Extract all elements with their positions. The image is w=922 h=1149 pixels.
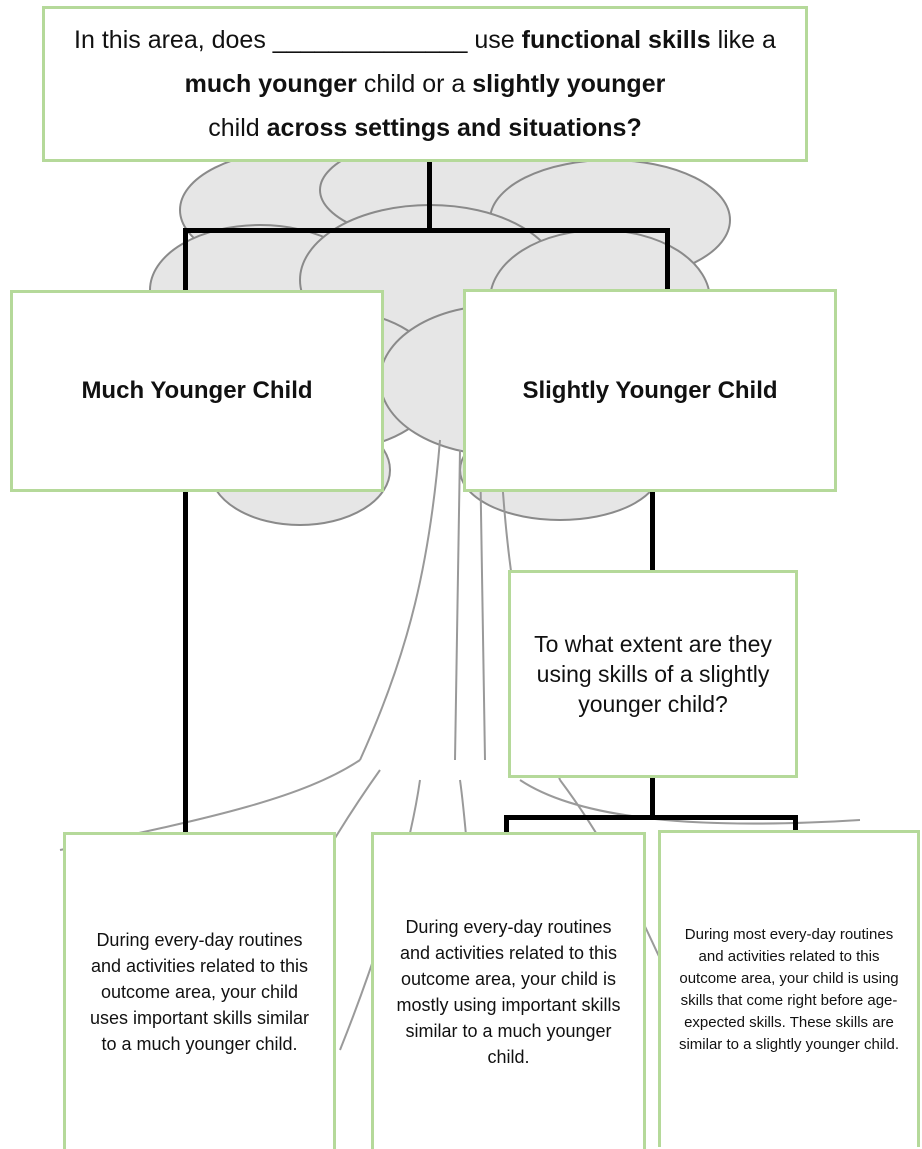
question-part-4: child or a <box>363 70 466 98</box>
outcome-box-1: During every-day routines and activities… <box>63 832 336 1149</box>
connector-extent-right <box>793 815 798 832</box>
much-younger-child-box: Much Younger Child <box>10 290 384 492</box>
connector-right-up <box>665 228 670 292</box>
much-younger-child-label: Much Younger Child <box>81 377 313 404</box>
question-part-1: In this area, does <box>74 26 266 54</box>
outcome-text-2: During every-day routines and activities… <box>396 917 621 1067</box>
extent-question-box: To what extent are they using skills of … <box>508 570 798 778</box>
slightly-younger-child-box: Slightly Younger Child <box>463 289 837 492</box>
question-part-3: like a <box>717 26 776 54</box>
connector-left-up <box>183 228 188 292</box>
question-much-younger: much younger <box>184 70 357 98</box>
question-part-2: use <box>474 26 515 54</box>
outcome-box-2: During every-day routines and activities… <box>371 832 646 1149</box>
question-text: In this area, does ______________ use fu… <box>69 18 781 150</box>
connector-slightly-down <box>650 492 655 572</box>
connector-question-down <box>427 162 432 232</box>
connector-extent-left <box>504 815 509 834</box>
connector-branch-horizontal <box>183 228 670 233</box>
outcome-text-3: During most every-day routines and activ… <box>678 926 900 1053</box>
question-slightly-younger: slightly younger <box>472 70 666 98</box>
connector-much-down <box>183 492 188 834</box>
extent-question-text: To what extent are they using skills of … <box>534 631 772 717</box>
outcome-box-3: During most every-day routines and activ… <box>658 830 920 1147</box>
outcome-text-1: During every-day routines and activities… <box>89 930 310 1054</box>
question-part-5: child <box>208 114 260 142</box>
connector-extent-down <box>650 778 655 818</box>
slightly-younger-child-label: Slightly Younger Child <box>522 376 778 404</box>
question-box: In this area, does ______________ use fu… <box>42 6 808 162</box>
question-across-settings: across settings and situations? <box>266 114 642 142</box>
connector-extent-horizontal <box>504 815 798 820</box>
question-blank: ______________ <box>272 26 468 54</box>
question-functional-skills: functional skills <box>521 26 711 54</box>
